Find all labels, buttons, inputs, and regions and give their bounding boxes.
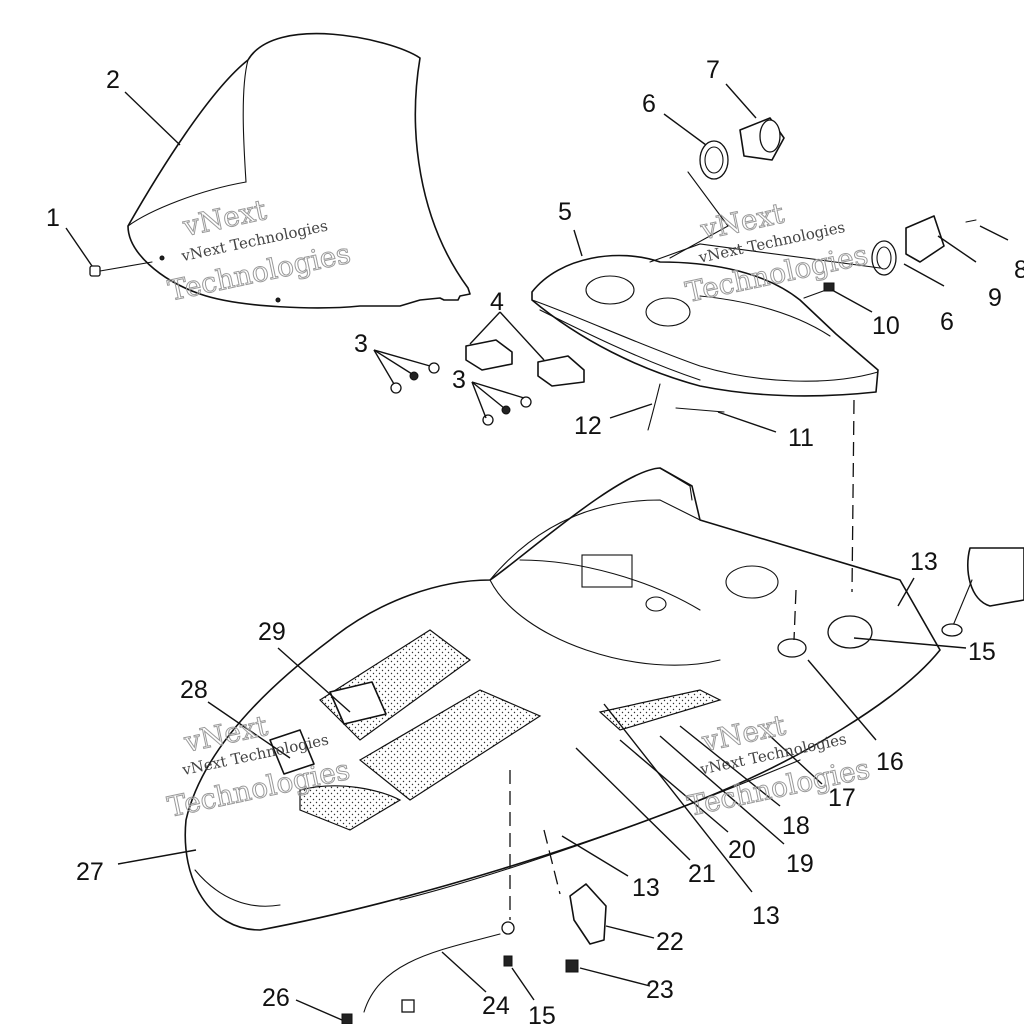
callout-4: 4	[490, 288, 504, 316]
callout-3: 3	[452, 366, 466, 394]
callout-15: 15	[968, 638, 996, 666]
callout-24: 24	[482, 992, 510, 1020]
callout-27: 27	[76, 858, 104, 886]
clip	[675, 407, 725, 413]
callout-1: 1	[46, 204, 60, 232]
windshield-hole	[275, 297, 281, 303]
lower-hardware	[341, 883, 607, 1024]
callout-16: 16	[876, 748, 904, 776]
cowling-body	[184, 467, 941, 931]
callout-9: 9	[988, 284, 1002, 312]
callout-11: 11	[788, 424, 814, 452]
watermark-right: vNext vNext Technologies Technologies	[682, 196, 871, 309]
gauge-opening	[645, 297, 691, 327]
instrument-hood	[531, 254, 879, 397]
callout-18: 18	[782, 812, 810, 840]
callout-6: 6	[940, 308, 954, 336]
callout-6: 6	[642, 90, 656, 118]
callout-13: 13	[910, 548, 938, 576]
bulb	[803, 282, 835, 299]
callout-7: 7	[706, 56, 720, 84]
callout-10: 10	[872, 312, 900, 340]
leader-lines	[65, 83, 1009, 1021]
callout-28: 28	[180, 676, 208, 704]
side-mount-plate	[827, 615, 873, 649]
bracket	[465, 339, 585, 387]
gauge-upper	[699, 117, 785, 180]
mirror	[941, 547, 1024, 637]
callout-5: 5	[558, 198, 572, 226]
callout-13: 13	[632, 874, 660, 902]
callout-3: 3	[354, 330, 368, 358]
callout-26: 26	[262, 984, 290, 1012]
dash-panel-cutout	[581, 554, 633, 588]
windshield	[127, 32, 471, 309]
cable	[647, 383, 661, 431]
screw	[89, 261, 153, 277]
callout-15: 15	[528, 1002, 556, 1024]
windshield-hole	[159, 255, 165, 261]
callout-21: 21	[688, 860, 716, 888]
assembly-lines	[509, 171, 881, 920]
callout-13: 13	[752, 902, 780, 930]
callout-23: 23	[646, 976, 674, 1004]
callout-22: 22	[656, 928, 684, 956]
callout-20: 20	[728, 836, 756, 864]
callout-17: 17	[828, 784, 856, 812]
hardware-set	[390, 362, 532, 426]
callout-2: 2	[106, 66, 120, 94]
callout-19: 19	[786, 850, 814, 878]
gauge-right	[871, 215, 977, 276]
vent-panels	[269, 629, 722, 831]
gauge-opening	[585, 275, 635, 305]
grommet	[777, 638, 807, 658]
dash-round-opening	[725, 565, 779, 599]
callout-8: 8	[1014, 256, 1024, 284]
callout-29: 29	[258, 618, 286, 646]
callout-12: 12	[574, 412, 602, 440]
callout-labels: 2 1 3 3 4 5 6 7 8 9 10 6 11 12 13 15 16 …	[46, 56, 1024, 1024]
